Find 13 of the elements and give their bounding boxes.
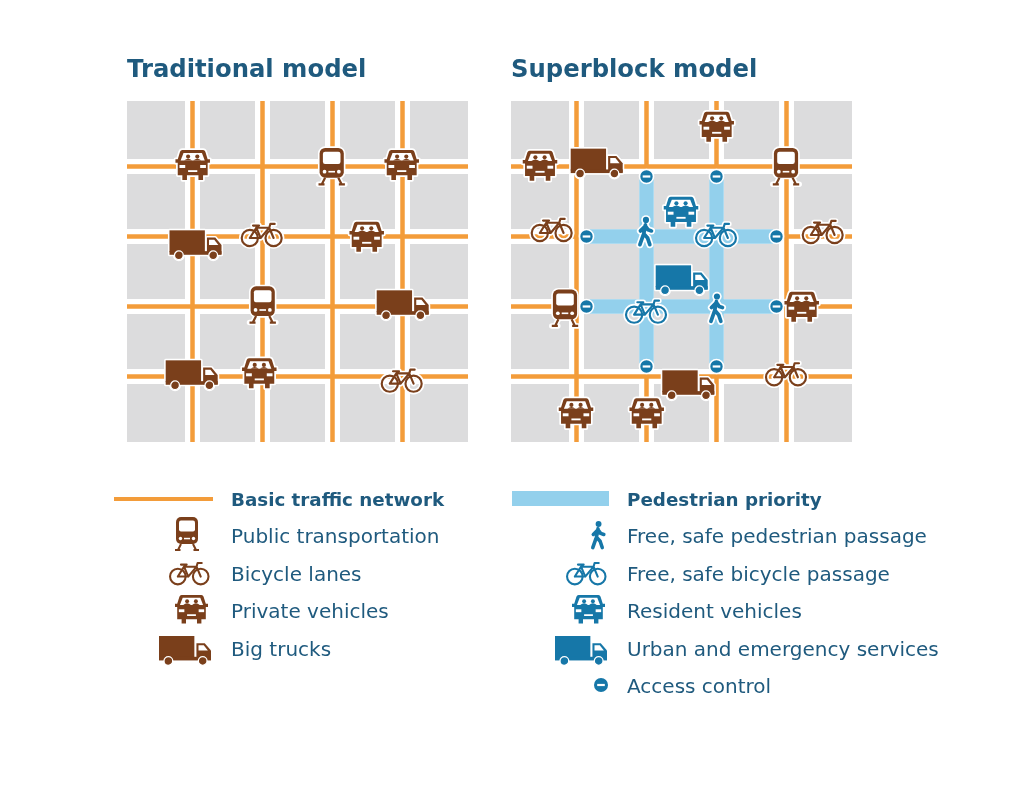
legend-label: Urban and emergency services [627, 637, 939, 661]
legend-label: Access control [627, 674, 772, 698]
legend-label: Resident vehicles [627, 599, 802, 623]
legend-label: Free, safe pedestrian passage [627, 524, 927, 548]
legend-label: Big trucks [231, 637, 332, 661]
legend-label: Private vehicles [231, 599, 389, 623]
panel-title: Superblock model [511, 57, 758, 82]
legend-label: Bicycle lanes [231, 561, 362, 586]
legend-label: Public transportation [231, 524, 440, 548]
legend-label: Pedestrian priority [627, 487, 822, 512]
legend-label: Free, safe bicycle passage [627, 561, 890, 586]
legend-label: Basic traffic network [231, 487, 445, 512]
panel-title: Traditional model [127, 57, 367, 82]
